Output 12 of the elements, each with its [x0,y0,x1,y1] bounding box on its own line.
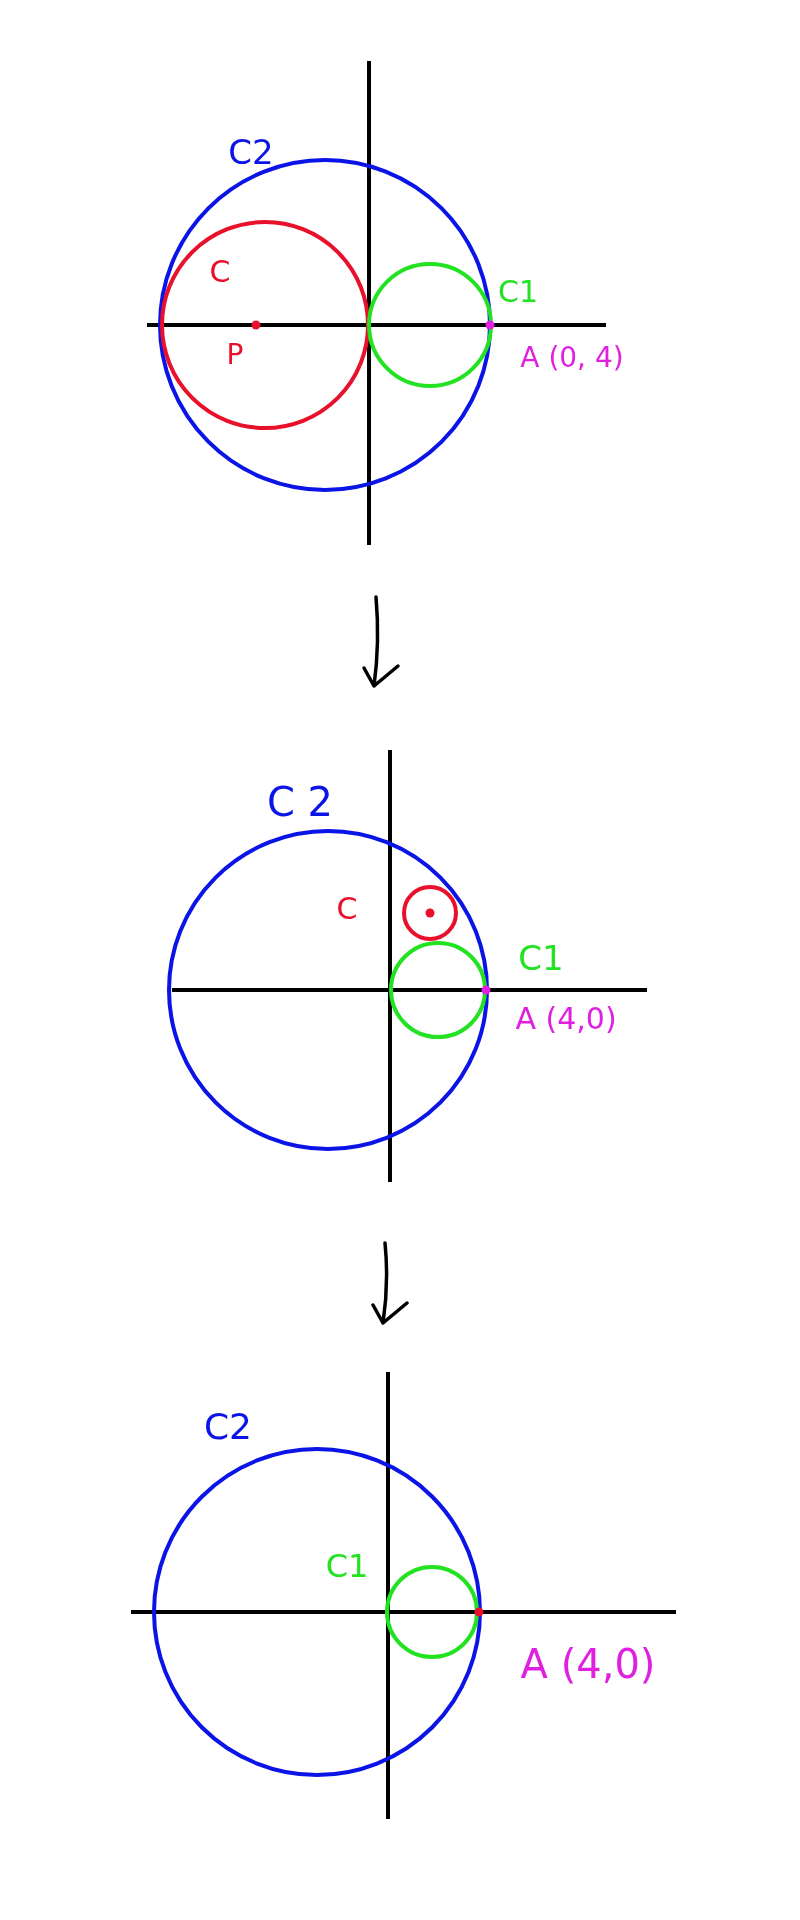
curve-label: C [209,257,231,287]
curve-label: C1 [325,1550,369,1582]
curve-label: C1 [518,941,564,975]
curve-label: C2 [204,1409,252,1445]
curve-label: A (4,0) [515,1004,617,1034]
curve-label: C2 [228,135,274,169]
curve-label: C 2 [266,782,334,822]
curve-label: C [336,894,358,924]
curve-label: C1 [498,277,538,307]
curve-label: P [226,341,244,369]
curve-label: A (4,0) [520,1644,656,1684]
curve-label: A (0, 4) [520,344,624,372]
